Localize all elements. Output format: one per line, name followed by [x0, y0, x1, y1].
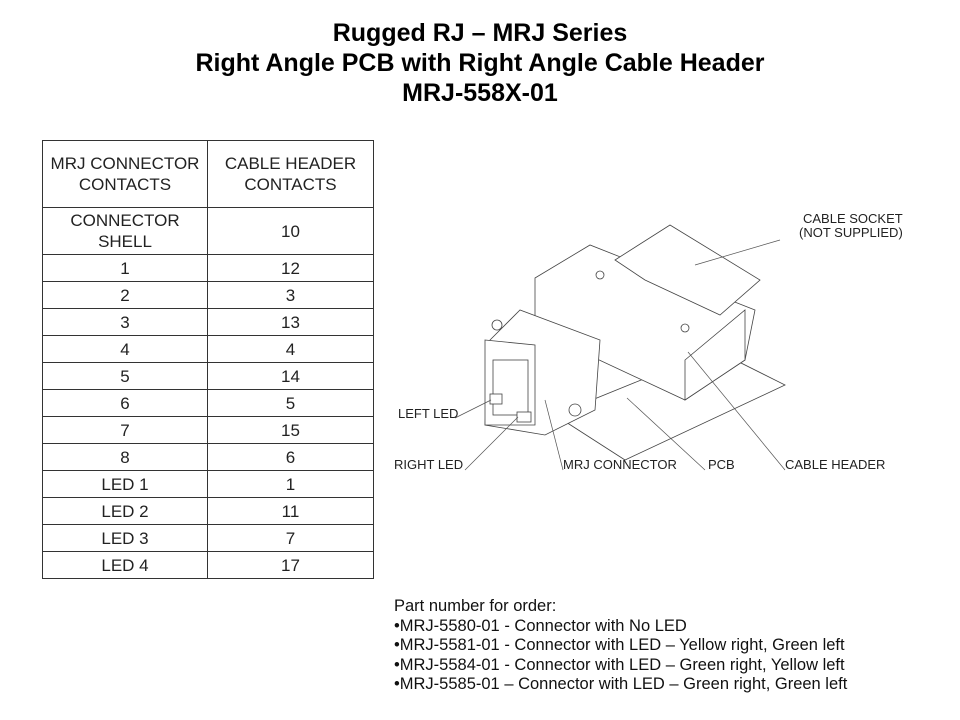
table-header-row: MRJ CONNECTOR CONTACTS CABLE HEADER CONT…: [42, 140, 374, 208]
cable-contact-cell: 11: [207, 497, 374, 525]
title-line-2: Right Angle PCB with Right Angle Cable H…: [195, 49, 765, 77]
mrj-contact-cell: 5: [42, 362, 208, 390]
label-not-supplied: (NOT SUPPLIED): [799, 225, 903, 240]
cable-contact-cell: 13: [207, 308, 374, 336]
part-item: •MRJ-5580-01 - Connector with No LED: [394, 616, 687, 635]
mrj-contact-cell: LED 1: [42, 470, 208, 498]
mrj-contact-cell: 8: [42, 443, 208, 471]
connector-drawing: CABLE SOCKET (NOT SUPPLIED) LEFT LED RIG…: [394, 211, 903, 472]
mrj-contact-cell: LED 3: [42, 524, 208, 552]
cable-contact-cell: 5: [207, 389, 374, 417]
part-item: •MRJ-5585-01 – Connector with LED – Gree…: [394, 675, 848, 693]
header-mrj-contacts: MRJ CONNECTOR CONTACTS: [42, 140, 208, 208]
label-cable-socket: CABLE SOCKET: [803, 211, 903, 226]
mrj-contact-cell: 7: [42, 416, 208, 444]
cable-contact-cell: 12: [207, 254, 374, 282]
cable-contact-cell: 10: [207, 207, 374, 255]
mrj-contact-cell: CONNECTOR SHELL: [42, 207, 208, 255]
part-item: •MRJ-5581-01 - Connector with LED – Yell…: [394, 636, 845, 654]
cable-contact-cell: 1: [207, 470, 374, 498]
cable-contact-cell: 15: [207, 416, 374, 444]
mrj-contact-cell: 4: [42, 335, 208, 363]
label-cable-header: CABLE HEADER: [785, 457, 885, 472]
label-pcb: PCB: [708, 457, 735, 472]
mrj-contact-cell: 1: [42, 254, 208, 282]
cable-contact-cell: 6: [207, 443, 374, 471]
part-list-heading: Part number for order:: [394, 597, 557, 615]
header-cable-contacts: CABLE HEADER CONTACTS: [207, 140, 374, 208]
part-item: •MRJ-5584-01 - Connector with LED – Gree…: [394, 655, 845, 674]
cable-contact-cell: 4: [207, 335, 374, 363]
mrj-contact-cell: 3: [42, 308, 208, 336]
cable-contact-cell: 7: [207, 524, 374, 552]
mrj-contact-cell: 6: [42, 389, 208, 417]
label-mrj-connector: MRJ CONNECTOR: [563, 457, 677, 472]
cable-contact-cell: 3: [207, 281, 374, 309]
cable-contact-cell: 17: [207, 551, 374, 579]
title-line-1: Rugged RJ – MRJ Series: [332, 19, 628, 47]
mrj-contact-cell: LED 4: [42, 551, 208, 579]
label-left-led: LEFT LED: [398, 406, 458, 421]
pin-mapping-table: MRJ CONNECTOR CONTACTS CABLE HEADER CONT…: [42, 140, 374, 579]
label-right-led: RIGHT LED: [394, 457, 463, 472]
mrj-contact-cell: 2: [42, 281, 208, 309]
cable-contact-cell: 14: [207, 362, 374, 390]
mrj-contact-cell: LED 2: [42, 497, 208, 525]
cable-socket-shape: [614, 224, 761, 316]
slide-title: Rugged RJ – MRJ Series Right Angle PCB w…: [0, 18, 960, 108]
part-number-list: Part number for order: •MRJ-5580-01 - Co…: [394, 597, 847, 695]
title-line-3: MRJ-558X-01: [402, 79, 558, 107]
